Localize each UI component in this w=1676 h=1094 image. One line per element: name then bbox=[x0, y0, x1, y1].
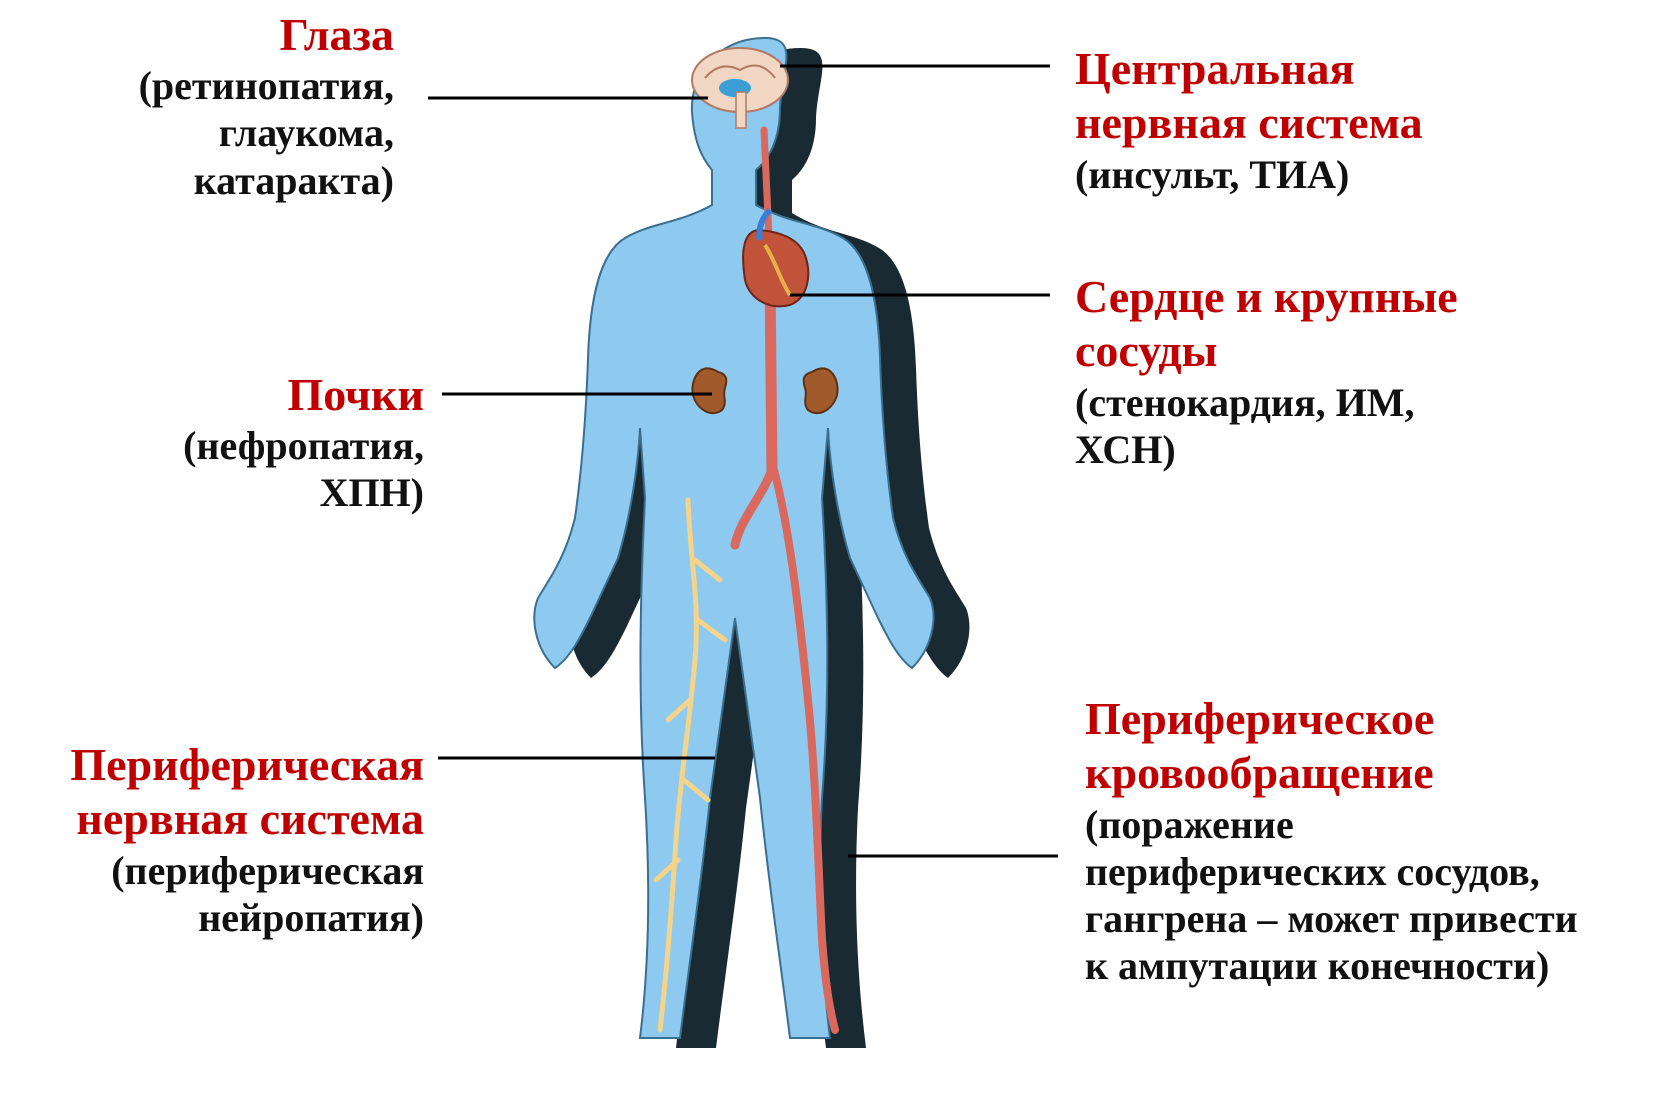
label-cns: Центральная нервная система (инсульт, ТИ… bbox=[1075, 42, 1423, 198]
label-pns-detail: (периферическая нейропатия) bbox=[70, 847, 424, 941]
label-eyes: Глаза (ретинопатия, глаукома, катаракта) bbox=[139, 8, 394, 204]
label-heart-title: Сердце и крупные сосуды bbox=[1075, 270, 1458, 379]
label-circulation-detail: (поражение периферических сосудов, гангр… bbox=[1085, 801, 1578, 990]
label-circulation: Периферическое кровообращение (поражение… bbox=[1085, 692, 1578, 989]
label-cns-detail: (инсульт, ТИА) bbox=[1075, 151, 1423, 198]
label-eyes-title: Глаза bbox=[139, 8, 394, 62]
label-cns-title: Центральная нервная система bbox=[1075, 42, 1423, 151]
label-circulation-title: Периферическое кровообращение bbox=[1085, 692, 1578, 801]
label-kidneys-detail: (нефропатия, ХПН) bbox=[183, 422, 424, 516]
label-kidneys-title: Почки bbox=[183, 368, 424, 422]
label-heart: Сердце и крупные сосуды (стенокардия, ИМ… bbox=[1075, 270, 1458, 473]
label-pns-title: Периферическая нервная система bbox=[70, 738, 424, 847]
label-pns: Периферическая нервная система (перифери… bbox=[70, 738, 424, 941]
label-kidneys: Почки (нефропатия, ХПН) bbox=[183, 368, 424, 517]
label-heart-detail: (стенокардия, ИМ, ХСН) bbox=[1075, 379, 1458, 473]
label-eyes-detail: (ретинопатия, глаукома, катаракта) bbox=[139, 62, 394, 204]
